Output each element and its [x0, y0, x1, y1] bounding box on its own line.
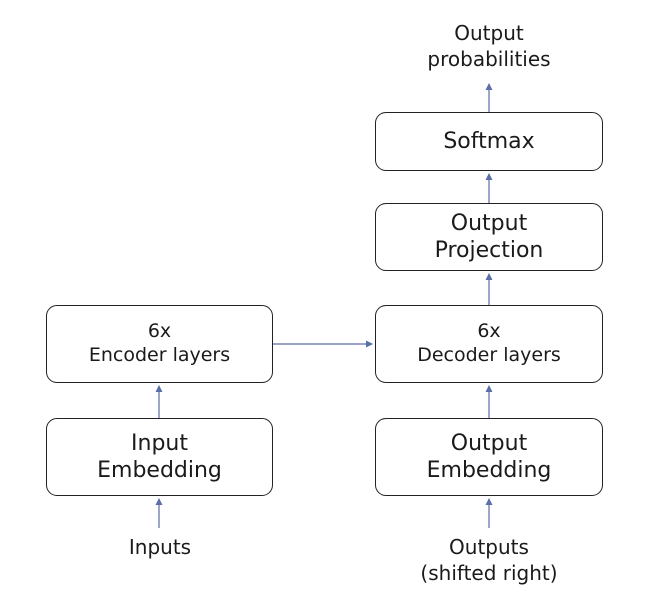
encoder-layers-count: 6x: [147, 320, 172, 343]
decoder-layers-label: Decoder layers: [417, 344, 561, 366]
outputs-label-line-1: Outputs: [449, 535, 529, 559]
outputs-label-line-2: (shifted right): [420, 561, 558, 585]
softmax-box: Softmax: [375, 112, 603, 171]
encoder-layers-box: 6x Encoder layers: [46, 305, 273, 383]
output-embedding-line-2: Embedding: [426, 458, 552, 483]
decoder-layers-box: 6x Decoder layers: [375, 305, 603, 383]
output-embedding-line-1: Output: [450, 430, 528, 456]
inputs-label: Inputs: [128, 535, 192, 559]
decoder-layers-count: 6x: [477, 320, 501, 343]
input-embedding-box: Input Embedding: [46, 418, 273, 496]
output-probabilities-label: Output probabilities: [389, 20, 589, 72]
input-embedding-line-2: Embedding: [97, 458, 222, 483]
output-embedding-box: Output Embedding: [375, 418, 603, 496]
encoder-layers-label: Encoder layers: [88, 344, 231, 366]
outputs-shifted-right-label: Outputs (shifted right): [389, 534, 589, 586]
output-probabilities-line-1: Output: [454, 21, 524, 45]
output-projection-box: Output Projection: [375, 203, 603, 271]
output-probabilities-line-2: probabilities: [427, 47, 551, 71]
input-embedding-line-1: Input: [131, 430, 188, 456]
output-projection-line-2: Projection: [434, 238, 544, 263]
softmax-label: Softmax: [443, 128, 535, 154]
output-projection-line-1: Output: [450, 210, 528, 236]
